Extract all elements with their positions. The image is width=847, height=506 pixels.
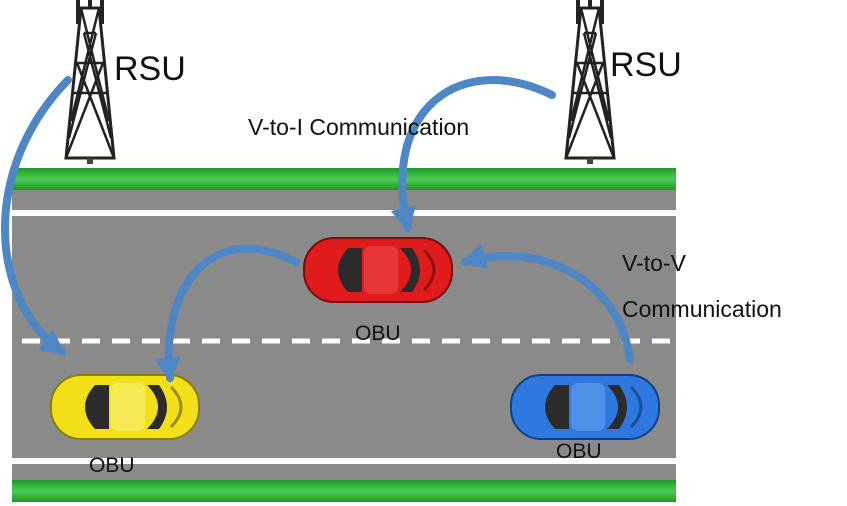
grass-bottom <box>12 480 676 502</box>
obu-label-red-car: OBU <box>355 322 401 345</box>
road-edge-bottom <box>12 458 676 464</box>
road-edge-top <box>12 210 676 216</box>
v2v-label-line1: V-to-V <box>622 250 686 276</box>
obu-label-blue-car: OBU <box>556 440 602 463</box>
blue-car-icon <box>510 374 660 440</box>
v2v-label-line2: Communication <box>622 296 782 322</box>
yellow-car-icon <box>50 374 200 440</box>
rsu-label-right: RSU <box>610 46 682 84</box>
rsu-label-left: RSU <box>114 50 186 88</box>
v2i-label: V-to-I Communication <box>248 114 470 140</box>
arrow-blue-to-red-car <box>460 243 634 364</box>
arrow-rsu-to-yellow-car <box>1 76 72 356</box>
obu-label-yellow-car: OBU <box>89 454 135 477</box>
rsu-tower-icon <box>564 0 616 166</box>
grass-top <box>12 168 676 190</box>
red-car-icon <box>303 237 453 303</box>
arrow-red-to-yellow-car <box>154 244 300 384</box>
rsu-tower-icon <box>64 0 116 166</box>
arrow-rsu-to-red-car <box>390 76 556 233</box>
